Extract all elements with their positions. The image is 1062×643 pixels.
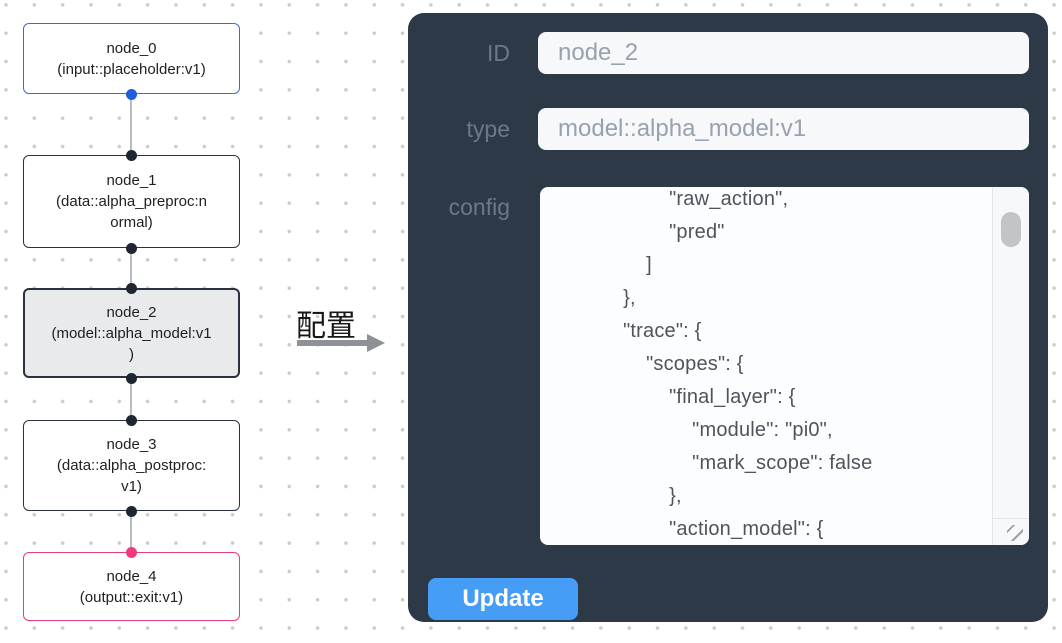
- edge-connector: [130, 378, 132, 420]
- edge-connector: [130, 248, 132, 288]
- node-label-line: node_4: [106, 567, 157, 585]
- type-label: type: [466, 116, 510, 142]
- id-label: ID: [487, 40, 510, 66]
- port-bottom[interactable]: [126, 88, 137, 100]
- port-bottom[interactable]: [126, 372, 137, 384]
- config-arrow-head-icon: [367, 334, 385, 352]
- node-label-line: node_3: [106, 436, 157, 453]
- node-label-line: (input::placeholder:v1): [57, 60, 206, 78]
- config-panel: ID type config "raw_action", "pred" ] },…: [408, 13, 1048, 622]
- port-top[interactable]: [126, 282, 137, 294]
- config-code: "raw_action", "pred" ] }, "trace": { "sc…: [623, 188, 873, 540]
- config-textarea[interactable]: "raw_action", "pred" ] }, "trace": { "sc…: [540, 187, 1029, 545]
- edge-connector: [130, 94, 132, 155]
- node-label-line: (data::alpha_postproc:: [56, 457, 207, 474]
- resize-handle-icon[interactable]: [992, 518, 1029, 545]
- node-label-line: node_2: [106, 303, 157, 321]
- edge-connector: [130, 511, 132, 552]
- port-bottom[interactable]: [126, 242, 137, 254]
- node-label-line: (model::alpha_model:v1: [51, 324, 212, 342]
- node-label-line: node_1: [106, 172, 157, 189]
- node-label-line: (output::exit:v1): [79, 588, 184, 606]
- port-top[interactable]: [126, 546, 137, 558]
- config-label: config: [448, 194, 510, 220]
- update-button[interactable]: Update: [428, 578, 578, 620]
- graph-node-node_3[interactable]: node_3(data::alpha_postproc:v1): [23, 420, 240, 511]
- node-label-line: ): [129, 345, 134, 363]
- id-input[interactable]: [538, 32, 1029, 74]
- scrollbar-track[interactable]: [992, 187, 1029, 545]
- transition-label: 配置: [296, 310, 356, 343]
- node-label-line: node_0: [106, 39, 157, 57]
- graph-node-node_2[interactable]: node_2(model::alpha_model:v1): [23, 288, 240, 378]
- graph-node-node_4[interactable]: node_4(output::exit:v1): [23, 552, 240, 621]
- node-label-line: ormal): [110, 214, 153, 231]
- node-label-line: v1): [121, 478, 142, 495]
- type-input[interactable]: [538, 108, 1029, 150]
- scrollbar-thumb[interactable]: [1001, 212, 1021, 247]
- graph-node-node_0[interactable]: node_0(input::placeholder:v1): [23, 23, 240, 94]
- port-top[interactable]: [126, 149, 137, 161]
- port-bottom[interactable]: [126, 505, 137, 517]
- node-label-line: (data::alpha_preproc:n: [56, 193, 207, 210]
- port-top[interactable]: [126, 414, 137, 426]
- config-arrow: [297, 340, 367, 346]
